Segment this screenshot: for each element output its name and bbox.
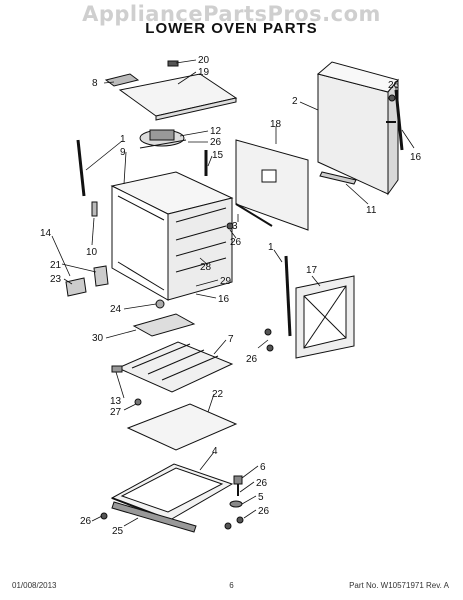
top-panel-part	[118, 60, 238, 121]
callout-25: 25	[112, 526, 124, 537]
callout-12: 12	[210, 126, 222, 137]
bar-part-11	[319, 171, 357, 185]
footer-date: 01/008/2013	[12, 581, 57, 590]
callout-30: 30	[92, 333, 104, 344]
callout-28: 28	[200, 262, 212, 273]
hardware-part-5	[229, 500, 243, 508]
callout-22: 22	[212, 389, 224, 400]
callout-24: 24	[110, 304, 122, 315]
callout-14: 14	[40, 228, 52, 239]
callout-3: 3	[232, 221, 238, 232]
callout-26: 26	[230, 237, 242, 248]
trim-strip-16	[386, 89, 404, 151]
callout-1: 1	[120, 134, 126, 145]
bracket-part-23	[65, 277, 87, 297]
callout-15: 15	[212, 150, 224, 161]
callout-16: 16	[410, 152, 422, 163]
leader-lines	[51, 59, 415, 527]
callout-labels: 20 19 8 2 26 18 12 26 1 9 15 16 11 3 26 …	[40, 55, 422, 537]
side-strip-1-left	[76, 139, 86, 197]
callout-9: 9	[120, 147, 126, 158]
callout-21: 21	[50, 260, 62, 271]
watermark-text: AppliancePartsPros.com	[82, 2, 381, 26]
bottom-panel-22	[126, 403, 238, 451]
callout-20: 20	[198, 55, 210, 66]
callout-2: 2	[292, 96, 298, 107]
callout-29: 29	[220, 276, 232, 287]
footer-page-number: 6	[229, 581, 234, 590]
callout-8: 8	[92, 78, 98, 89]
callout-26: 26	[256, 478, 268, 489]
callout-26: 26	[80, 516, 92, 527]
tray-part-30	[132, 313, 196, 337]
burner-assembly-12	[139, 129, 187, 149]
callout-26: 26	[388, 80, 400, 91]
callout-26: 26	[210, 137, 222, 148]
callout-27: 27	[110, 407, 122, 418]
slide-rail-25	[111, 501, 197, 533]
callout-7: 7	[228, 334, 234, 345]
oven-cavity-9	[110, 171, 234, 301]
callout-18: 18	[270, 119, 282, 130]
callout-5: 5	[258, 492, 264, 503]
callout-26: 26	[258, 506, 270, 517]
callout-4: 4	[212, 446, 218, 457]
hardware-part-6	[233, 475, 243, 496]
footer-part-number: Part No. W10571971 Rev. A	[349, 581, 449, 590]
callout-19: 19	[198, 67, 210, 78]
door-frame-17	[284, 255, 355, 359]
callout-10: 10	[86, 247, 98, 258]
callout-23: 23	[50, 274, 62, 285]
callout-26: 26	[246, 354, 258, 365]
back-panel-18	[235, 139, 309, 231]
bracket-part-8	[104, 73, 140, 87]
knob-part-24	[155, 299, 165, 309]
page-title: LOWER OVEN PARTS	[145, 20, 318, 37]
bracket-part-21	[93, 265, 109, 287]
screw-set-26	[100, 94, 396, 530]
callout-1: 1	[268, 242, 274, 253]
broil-rack-7	[116, 341, 234, 393]
callout-17: 17	[306, 265, 318, 276]
callout-16: 16	[218, 294, 230, 305]
clip-part-13	[111, 365, 123, 373]
rear-liner-part	[316, 61, 399, 196]
callout-6: 6	[260, 462, 266, 473]
callout-13: 13	[110, 396, 122, 407]
side-bracket-10	[91, 201, 98, 217]
callout-11: 11	[366, 205, 377, 216]
screw-part-27	[134, 398, 142, 406]
